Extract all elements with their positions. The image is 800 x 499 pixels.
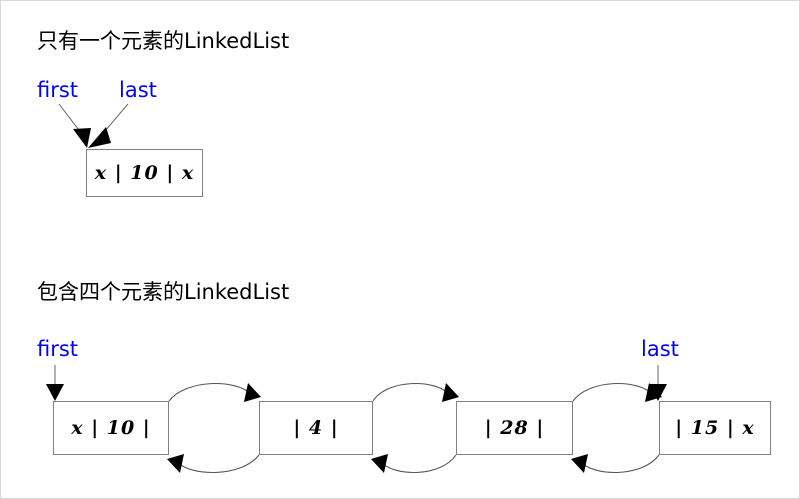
pointer-label-first-single: first <box>37 78 79 102</box>
pointer-arrow-last-four <box>649 365 667 401</box>
node-four-1: | 4 | <box>259 401 373 455</box>
link-prev-2-1 <box>371 454 457 473</box>
pointer-label-first-four: first <box>37 337 79 361</box>
link-prev-1-0 <box>167 454 260 473</box>
pointer-arrow-last-single <box>88 103 129 148</box>
link-next-2-3 <box>572 383 662 402</box>
pointer-label-last-single: last <box>119 78 157 102</box>
node-four-3: | 15 | x <box>659 401 771 455</box>
section-title-single: 只有一个元素的LinkedList <box>37 29 290 53</box>
link-next-1-2 <box>372 383 459 402</box>
pointer-arrow-first-single <box>58 103 91 148</box>
pointer-label-last-four: last <box>641 337 679 361</box>
node-four-0-text: x | 10 | <box>71 417 151 439</box>
pointer-arrow-first-four <box>46 365 64 401</box>
node-four-1-text: | 4 | <box>293 417 339 439</box>
section-title-four: 包含四个元素的LinkedList <box>37 280 290 304</box>
node-four-2: | 28 | <box>456 401 573 455</box>
node-single-0-text: x | 10 | x <box>94 162 195 184</box>
node-single-0: x | 10 | x <box>86 149 203 197</box>
node-four-0: x | 10 | <box>53 401 169 455</box>
link-prev-3-2 <box>571 454 660 473</box>
node-four-2-text: | 28 | <box>484 417 545 439</box>
node-four-3-text: | 15 | x <box>675 417 755 439</box>
link-next-0-1 <box>168 383 261 402</box>
